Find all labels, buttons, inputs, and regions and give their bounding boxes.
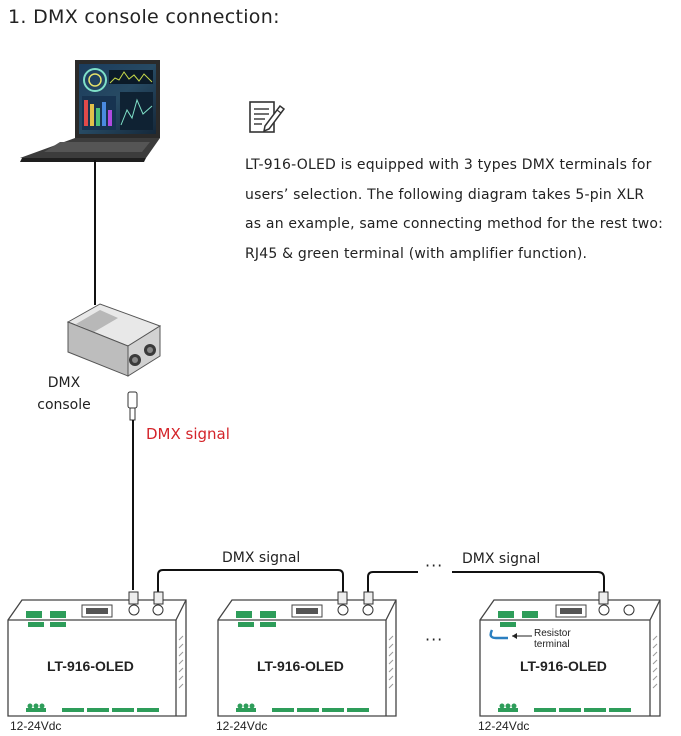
controller-device — [7, 591, 187, 717]
device-name: LT-916-OLED — [520, 658, 607, 674]
description-line: RJ45 & green terminal (with amplifier fu… — [245, 245, 588, 262]
xlr-plug-icon — [127, 391, 138, 421]
dmx-signal-label: DMX signal — [462, 551, 541, 567]
dmx-signal-label: DMX signal — [222, 550, 301, 566]
resistor-terminal-icon — [489, 629, 508, 640]
controller-device — [479, 591, 661, 717]
description-text: LT-916-OLED is equipped with 3 types DMX… — [245, 151, 665, 269]
controller-device — [217, 591, 397, 717]
device-name: LT-916-OLED — [257, 658, 344, 674]
resistor-label-line1: Resistor — [534, 628, 571, 639]
ellipsis-devices: ··· — [425, 630, 444, 649]
power-label: 12-24Vdc — [216, 719, 268, 733]
resistor-terminal-label: Resistor terminal — [534, 628, 571, 650]
dmx-signal-label-red: DMX signal — [146, 425, 230, 443]
power-label: 12-24Vdc — [10, 719, 62, 733]
ellipsis-chain: ··· — [425, 556, 444, 575]
note-pencil-icon — [249, 101, 286, 133]
console-label-line1: DMX — [47, 375, 81, 391]
device-name: LT-916-OLED — [47, 658, 134, 674]
page-heading: 1. DMX console connection: — [8, 6, 280, 28]
dmx-console-label: DMX console — [28, 372, 100, 416]
description-line: users’ selection. The following diagram … — [245, 186, 645, 203]
description-line: LT-916-OLED is equipped with 3 types DMX… — [245, 157, 652, 173]
description-line: as an example, same connecting method fo… — [245, 216, 664, 232]
console-label-line2: console — [37, 397, 91, 413]
dmx-console-icon — [66, 303, 162, 377]
power-label: 12-24Vdc — [478, 719, 530, 733]
resistor-label-line2: terminal — [534, 639, 570, 650]
laptop-icon — [20, 60, 160, 162]
